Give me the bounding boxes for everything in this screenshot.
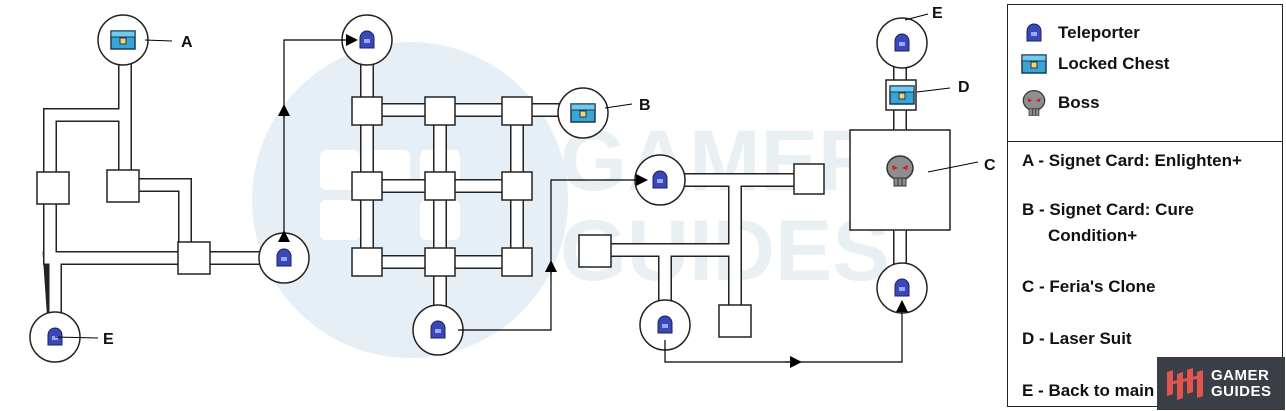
locked-chest-icon-a — [110, 30, 136, 50]
callout-lines — [54, 13, 979, 339]
legend-icons-box: Teleporter Locked Chest Boss — [1007, 4, 1283, 142]
note-c: C - Feria's Clone — [1022, 277, 1156, 296]
watermark-text-gamer: GAMER — [560, 113, 880, 209]
label-a: A — [181, 34, 193, 51]
note-a: A - Signet Card: Enlighten+ — [1022, 151, 1242, 170]
gamer-guides-badge: GAMER GUIDES — [1157, 357, 1285, 410]
label-c: C — [984, 157, 996, 174]
brand-line1: GAMER — [1211, 366, 1270, 384]
label-e-top: E — [932, 5, 943, 22]
teleporter-icon — [894, 278, 910, 297]
note-b-cont: Condition+ — [1048, 226, 1138, 245]
brand-text: GAMER GUIDES — [1211, 366, 1272, 400]
label-e-bottom: E — [103, 331, 114, 348]
route-arrows — [278, 34, 908, 368]
locked-chest-icon — [1021, 54, 1047, 74]
locked-chest-icon-d — [889, 85, 915, 105]
rooms — [36, 79, 951, 338]
teleporter-icon — [359, 30, 375, 49]
teleporter-icon — [894, 33, 910, 52]
legend-label-teleporter: Teleporter — [1058, 23, 1140, 42]
teleporter-icon — [652, 170, 668, 189]
teleporter-icon — [47, 327, 63, 346]
legend-row-boss: Boss — [1020, 89, 1100, 117]
legend-label-boss: Boss — [1058, 93, 1100, 112]
label-b: B — [639, 97, 651, 114]
legend-row-teleporter: Teleporter — [1020, 19, 1140, 47]
note-e: E - Back to main — [1022, 381, 1155, 400]
teleporter-icon — [1026, 23, 1042, 42]
legend-row-chest: Locked Chest — [1020, 50, 1169, 78]
label-d: D — [958, 79, 970, 96]
teleporter-icon — [276, 248, 292, 267]
gamer-guides-logo-icon — [1166, 367, 1204, 400]
note-d: D - Laser Suit — [1022, 329, 1132, 348]
boss-icon — [1022, 90, 1046, 116]
locked-chest-icon-b — [570, 103, 596, 123]
teleporter-icon — [657, 315, 673, 334]
teleporter-icon — [430, 320, 446, 339]
legend-label-chest: Locked Chest — [1058, 54, 1170, 73]
brand-line2: GUIDES — [1211, 382, 1272, 400]
note-b: B - Signet Card: Cure — [1022, 200, 1194, 219]
